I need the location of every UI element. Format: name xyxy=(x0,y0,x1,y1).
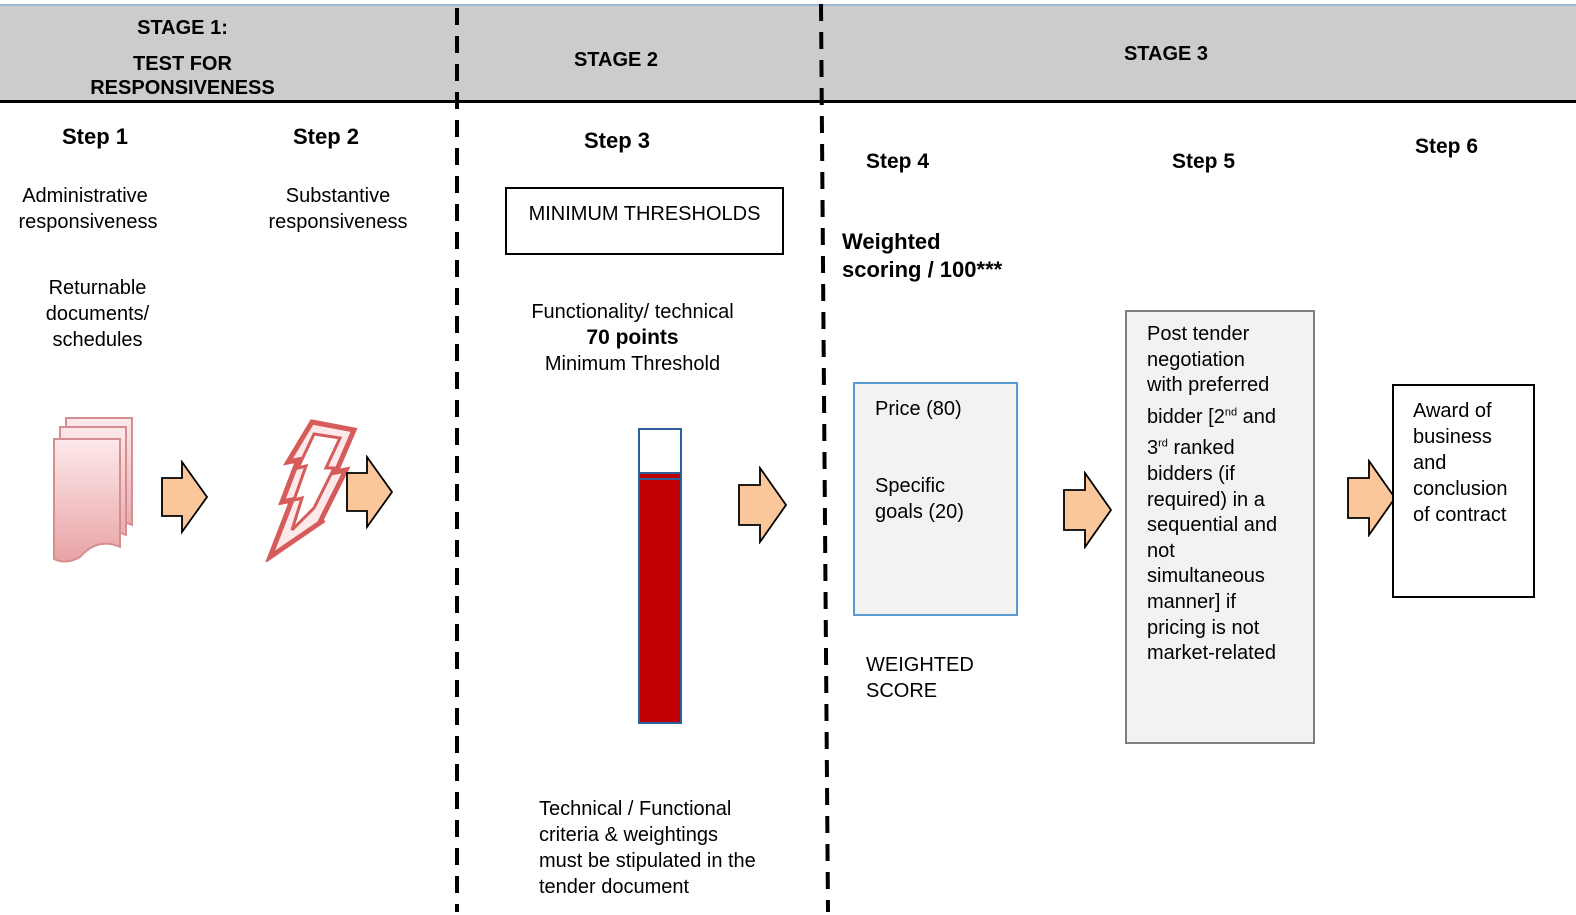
negotiation-text: Post tender negotiation with preferred b… xyxy=(1147,322,1277,667)
step3-note: Technical / Functional criteria & weight… xyxy=(539,796,799,900)
step1-line1: Administrative xyxy=(22,185,148,207)
stage1-title-line3: RESPONSIVENESS xyxy=(90,77,275,99)
step1-description: Administrative responsiveness xyxy=(0,183,170,235)
weighted-scoring-line2: scoring / 100*** xyxy=(842,257,1003,282)
weighted-scoring-heading: Weighted scoring / 100*** xyxy=(842,228,1002,284)
step5-heading: Step 5 xyxy=(1172,150,1236,173)
step3-line3: Minimum Threshold xyxy=(544,353,721,375)
negotiation-line4-a: bidder [2 xyxy=(1147,405,1225,428)
divider-stage2-stage3 xyxy=(819,3,830,913)
award-line3: and xyxy=(1413,452,1447,474)
negotiation-line2: negotiation xyxy=(1147,348,1245,371)
specific-goals-weight: Specific goals (20) xyxy=(875,473,964,525)
flow-arrow-4-icon xyxy=(1063,471,1113,549)
weighted-score-line2: SCORE xyxy=(866,680,938,702)
step2-line2: responsiveness xyxy=(268,211,408,233)
negotiation-line13: market-related xyxy=(1147,642,1276,665)
flow-arrow-1-icon xyxy=(161,460,209,535)
header-bottom-line xyxy=(0,100,1576,103)
negotiation-line9: not xyxy=(1147,539,1175,562)
negotiation-line1: Post tender xyxy=(1147,323,1250,345)
specific-goals-line2: goals (20) xyxy=(875,501,964,523)
flow-arrow-3-icon xyxy=(738,466,788,544)
step3-points: 70 points xyxy=(586,326,679,349)
step2-heading: Step 2 xyxy=(293,124,360,149)
award-line1: Award of xyxy=(1413,400,1492,422)
negotiation-line8: sequential and xyxy=(1147,514,1278,537)
negotiation-line5: 3rd ranked xyxy=(1147,436,1277,462)
flow-arrow-2-icon xyxy=(346,455,394,530)
award-line4: conclusion xyxy=(1413,478,1508,500)
stage1-title-line2: TEST FOR xyxy=(133,53,232,75)
specific-goals-line1: Specific xyxy=(875,475,946,497)
step1-documents: Returnable documents/ schedules xyxy=(20,275,175,353)
negotiation-line10: simultaneous xyxy=(1147,565,1265,588)
step1-heading: Step 1 xyxy=(62,124,129,149)
negotiation-line3: with preferred xyxy=(1147,374,1270,397)
step4-heading: Step 4 xyxy=(866,150,930,173)
step2-line1: Substantive xyxy=(285,185,391,207)
award-line2: business xyxy=(1413,426,1492,448)
negotiation-line4-b: and xyxy=(1237,405,1277,428)
step3-note-line3: must be stipulated in the xyxy=(539,850,756,872)
step3-heading: Step 3 xyxy=(584,128,651,153)
threshold-bar-marker xyxy=(640,477,680,480)
step1-doc-line1: Returnable xyxy=(48,277,147,299)
weighted-scoring-line1: Weighted xyxy=(842,229,941,254)
step3-line1: Functionality/ technical xyxy=(531,301,734,323)
document-stack-icon xyxy=(53,417,133,563)
stage3-title: STAGE 3 xyxy=(1123,43,1209,65)
minimum-thresholds-label: MINIMUM THRESHOLDS xyxy=(528,203,761,225)
negotiation-line5-b: ranked xyxy=(1167,437,1235,460)
threshold-bar-fill xyxy=(640,471,680,722)
stage1-title: STAGE 1: xyxy=(60,16,305,40)
step1-line2: responsiveness xyxy=(18,211,158,233)
negotiation-line7: required) in a xyxy=(1147,488,1265,511)
step3-note-line1: Technical / Functional xyxy=(539,798,732,820)
negotiation-line11: manner] if xyxy=(1147,590,1236,613)
stage1-subtitle: TEST FOR RESPONSIVENESS xyxy=(60,52,305,100)
step1-doc-line2: documents/ xyxy=(45,303,150,325)
step6-heading: Step 6 xyxy=(1415,135,1479,158)
award-text: Award of business and conclusion of cont… xyxy=(1413,398,1508,528)
step3-threshold-text: Functionality/ technical 70 points Minim… xyxy=(500,299,765,377)
header-top-line xyxy=(0,4,1576,6)
weighted-score-label: WEIGHTED SCORE xyxy=(866,652,974,704)
award-line5: of contract xyxy=(1413,504,1507,526)
price-weight: Price (80) xyxy=(875,398,962,420)
negotiation-line4-sup: nd xyxy=(1224,406,1238,419)
negotiation-line12: pricing is not xyxy=(1147,616,1260,639)
step3-note-line2: criteria & weightings xyxy=(539,824,718,846)
weighted-score-line1: WEIGHTED xyxy=(866,654,974,676)
step3-note-line4: tender document xyxy=(539,876,690,898)
stage1-title-line1: STAGE 1: xyxy=(137,17,228,39)
lightning-bolt-icon xyxy=(265,419,358,562)
weighted-scoring-box: Price (80) Specific goals (20) xyxy=(853,382,1018,616)
step2-description: Substantive responsiveness xyxy=(258,183,418,235)
flow-arrow-5-icon xyxy=(1347,459,1397,537)
negotiation-line4: bidder [2nd and xyxy=(1147,405,1277,431)
negotiation-line5-sup: rd xyxy=(1158,437,1168,450)
negotiation-line5-a: 3 xyxy=(1147,437,1159,460)
minimum-thresholds-box: MINIMUM THRESHOLDS xyxy=(505,187,784,255)
negotiation-line6: bidders (if xyxy=(1147,462,1235,485)
stage2-title: STAGE 2 xyxy=(573,49,659,71)
post-tender-negotiation-box: Post tender negotiation with preferred b… xyxy=(1125,310,1315,744)
stage-header-band xyxy=(0,6,1576,102)
award-of-business-box: Award of business and conclusion of cont… xyxy=(1392,384,1535,598)
step1-doc-line3: schedules xyxy=(52,329,143,351)
threshold-bar xyxy=(638,428,682,724)
